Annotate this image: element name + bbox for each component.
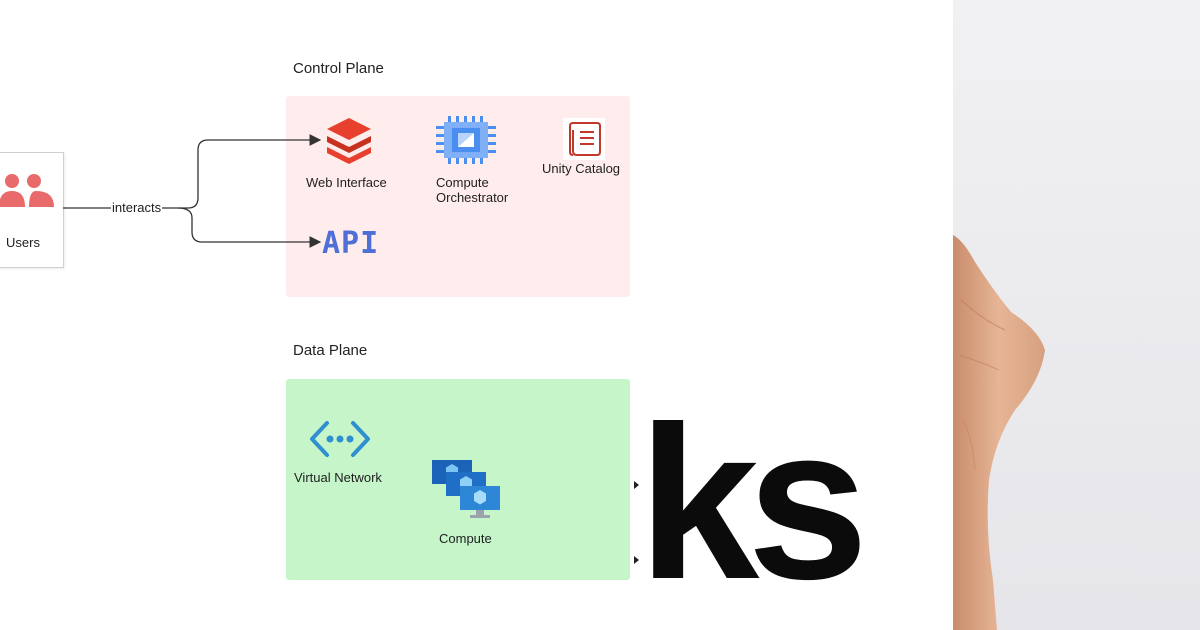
layer-stack-icon[interactable] (323, 116, 375, 166)
virtual-network-label: Virtual Network (294, 470, 382, 485)
compute-orchestrator-label-1: Compute (436, 175, 489, 190)
api-icon[interactable]: API (322, 226, 380, 261)
users-icon (0, 174, 54, 207)
small-arrow-lower (634, 556, 639, 564)
hand-photo (953, 0, 1200, 630)
diagram-canvas: Users Control Plane Web Interface Comput… (0, 60, 869, 625)
hand-image (953, 235, 1045, 630)
control-plane-title: Control Plane (293, 60, 384, 77)
small-arrow-upper (634, 481, 639, 489)
connector-label-interacts: interacts (111, 200, 163, 216)
compute-label: Compute (439, 531, 492, 546)
connector-users-to-api (177, 207, 322, 248)
web-interface-label: Web Interface (306, 175, 387, 190)
data-plane-title: Data Plane (293, 342, 368, 359)
virtual-machines-icon[interactable] (431, 459, 503, 523)
connector-users-to-web (63, 134, 322, 209)
connector-lines (63, 134, 639, 564)
chip-icon[interactable] (434, 116, 498, 164)
compute-orchestrator-label-2: Orchestrator (436, 190, 509, 205)
catalog-icon[interactable] (563, 118, 605, 160)
users-label: Users (6, 235, 40, 250)
users-node[interactable]: Users (0, 152, 64, 268)
virtual-network-icon[interactable] (309, 420, 371, 458)
background-wordmark-text: ks (638, 382, 869, 625)
unity-catalog-label: Unity Catalog (542, 161, 621, 176)
